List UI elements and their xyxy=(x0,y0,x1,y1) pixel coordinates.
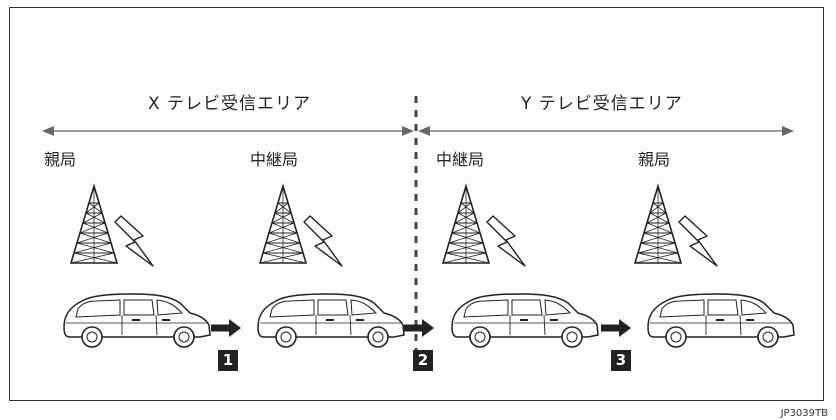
master-station-tower-y xyxy=(634,185,682,264)
movement-arrow-icon xyxy=(404,319,434,337)
y-area-label: Y テレビ受信エリア xyxy=(521,94,683,114)
signal-bolt-icon xyxy=(486,215,526,267)
signal-bolt-icon xyxy=(678,215,718,267)
signal-bolt-icon xyxy=(114,215,154,267)
vehicle-icon xyxy=(257,293,405,348)
relay-station-tower-y xyxy=(442,185,490,264)
vehicle-icon xyxy=(63,293,211,348)
station-label-relay-x: 中継局 xyxy=(250,150,299,169)
vehicle-icon xyxy=(451,293,599,348)
relay-station-tower-x xyxy=(259,185,307,264)
master-station-tower-x xyxy=(70,185,118,264)
step-marker-2: 2 xyxy=(413,350,433,371)
y-area-range-arrow xyxy=(418,126,794,136)
station-label-relay-y: 中継局 xyxy=(436,150,485,169)
x-area-label: X テレビ受信エリア xyxy=(148,94,312,114)
x-area-range-arrow xyxy=(42,126,414,136)
signal-bolt-icon xyxy=(303,215,343,267)
movement-arrow-icon xyxy=(601,319,631,337)
station-label-master-x: 親局 xyxy=(44,150,77,169)
station-label-master-y: 親局 xyxy=(638,150,671,169)
movement-arrow-icon xyxy=(211,319,241,337)
figure-frame xyxy=(9,7,824,401)
vehicle-icon xyxy=(647,293,795,348)
step-marker-1: 1 xyxy=(218,350,238,371)
figure-code: JP3039TB xyxy=(780,408,828,419)
step-marker-3: 3 xyxy=(611,350,631,371)
